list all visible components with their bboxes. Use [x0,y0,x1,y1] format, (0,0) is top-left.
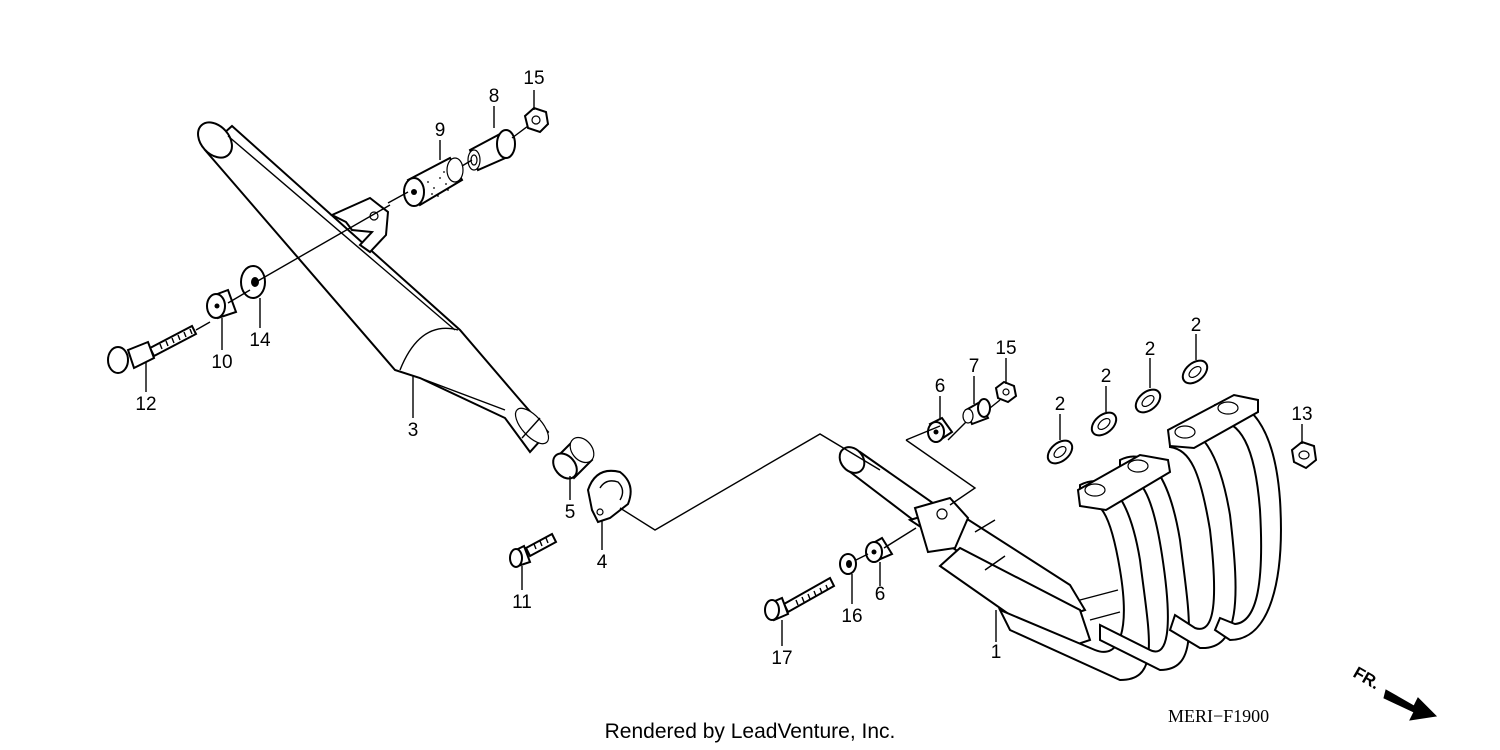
bolt-part-12[interactable] [107,324,198,374]
gasket-part-2-b[interactable] [1087,408,1120,440]
rubber-part-6-upper[interactable] [927,416,954,443]
label-part-17: 17 [771,648,792,669]
label-part-16: 16 [841,606,862,627]
label-part-15-lower: 15 [995,338,1016,359]
footer-credit: Rendered by LeadVenture, Inc. [605,720,896,743]
clamp-part-4[interactable] [586,469,632,524]
gasket-part-5[interactable] [548,433,598,483]
front-arrow-icon [1383,689,1438,721]
label-part-2-c: 2 [1145,339,1156,360]
label-part-1: 1 [991,642,1002,663]
label-part-7: 7 [969,356,980,377]
exhaust-pipe-part-1[interactable] [835,393,1282,682]
label-part-12: 12 [135,394,156,415]
bolt-part-11[interactable] [509,532,558,568]
washer-part-16[interactable] [839,553,857,575]
rubber-part-6-lower[interactable] [865,536,894,563]
diagram-code: MERI−F1900 [1168,706,1269,726]
gasket-part-2-d[interactable] [1178,356,1211,388]
label-part-9: 9 [435,120,446,141]
front-indicator-label: FR. [1350,663,1383,693]
label-part-11: 11 [512,592,532,613]
collar-part-7[interactable] [962,398,991,426]
rubber-part-10[interactable] [206,288,238,320]
label-part-4: 4 [597,552,608,573]
gasket-part-2-c[interactable] [1131,385,1164,417]
collar-part-8[interactable] [467,129,516,172]
label-part-6-upper: 6 [935,376,946,397]
connection-lines [145,90,1303,646]
label-part-10: 10 [211,352,232,373]
label-part-14: 14 [249,330,271,351]
rubber-mount-part-9[interactable] [403,156,464,207]
label-part-15-upper: 15 [523,68,544,89]
nut-part-13[interactable] [1290,440,1318,470]
bolt-part-17[interactable] [764,576,836,622]
label-part-5: 5 [565,502,576,523]
nut-part-15-upper[interactable] [523,106,550,134]
label-part-2-b: 2 [1101,366,1112,387]
nut-part-15-lower[interactable] [994,380,1018,404]
label-part-3: 3 [408,420,419,441]
washer-part-14[interactable] [240,265,266,299]
label-part-13: 13 [1291,404,1312,425]
label-part-2-a: 2 [1055,394,1066,415]
label-part-6-lower: 6 [875,584,886,605]
label-part-8: 8 [489,86,500,107]
label-part-2-d: 2 [1191,315,1202,336]
front-direction-indicator: FR. [1350,663,1438,721]
gasket-part-2-a[interactable] [1043,436,1076,468]
